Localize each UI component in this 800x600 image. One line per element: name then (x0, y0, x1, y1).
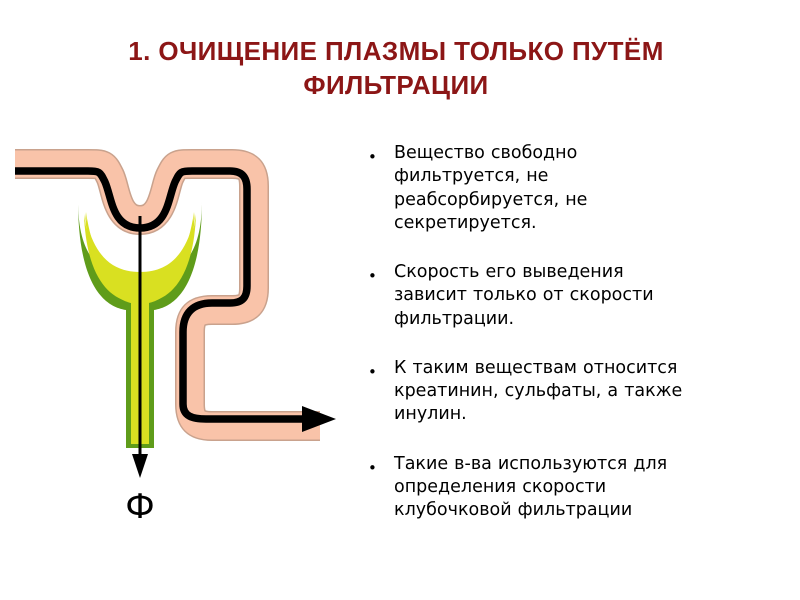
outflow-arrow-icon (302, 406, 336, 432)
page-title: 1. ОЧИЩЕНИЕ ПЛАЗМЫ ТОЛЬКО ПУТЁМ ФИЛЬТРАЦ… (128, 36, 664, 101)
list-item-text: К таким веществам относится креатинин, с… (394, 357, 683, 425)
renal-vessel (15, 149, 322, 441)
list-item: • Скорость его выведения зависит только … (368, 261, 788, 331)
list-item: • К таким веществам относится креатинин,… (368, 357, 788, 427)
list-item: • Такие в-ва используются для определени… (368, 453, 788, 523)
nephron-filtration-diagram: Ф (0, 128, 360, 548)
bullet-marker-icon: • (368, 458, 377, 477)
filtration-label: Ф (125, 487, 154, 527)
list-item-text: Скорость его выведения зависит только от… (394, 262, 654, 329)
bullet-list: • Вещество свободно фильтруется, не реаб… (368, 142, 788, 548)
filtration-arrow-icon (132, 216, 148, 478)
list-item-text: Такие в-ва используются для определения … (394, 453, 668, 521)
bullet-marker-icon: • (368, 362, 377, 381)
bullet-marker-icon: • (368, 148, 377, 166)
list-item: • Вещество свободно фильтруется, не реаб… (368, 142, 788, 235)
bullet-marker-icon: • (368, 267, 377, 286)
list-item-text: Вещество свободно фильтруется, не реабсо… (394, 143, 588, 233)
